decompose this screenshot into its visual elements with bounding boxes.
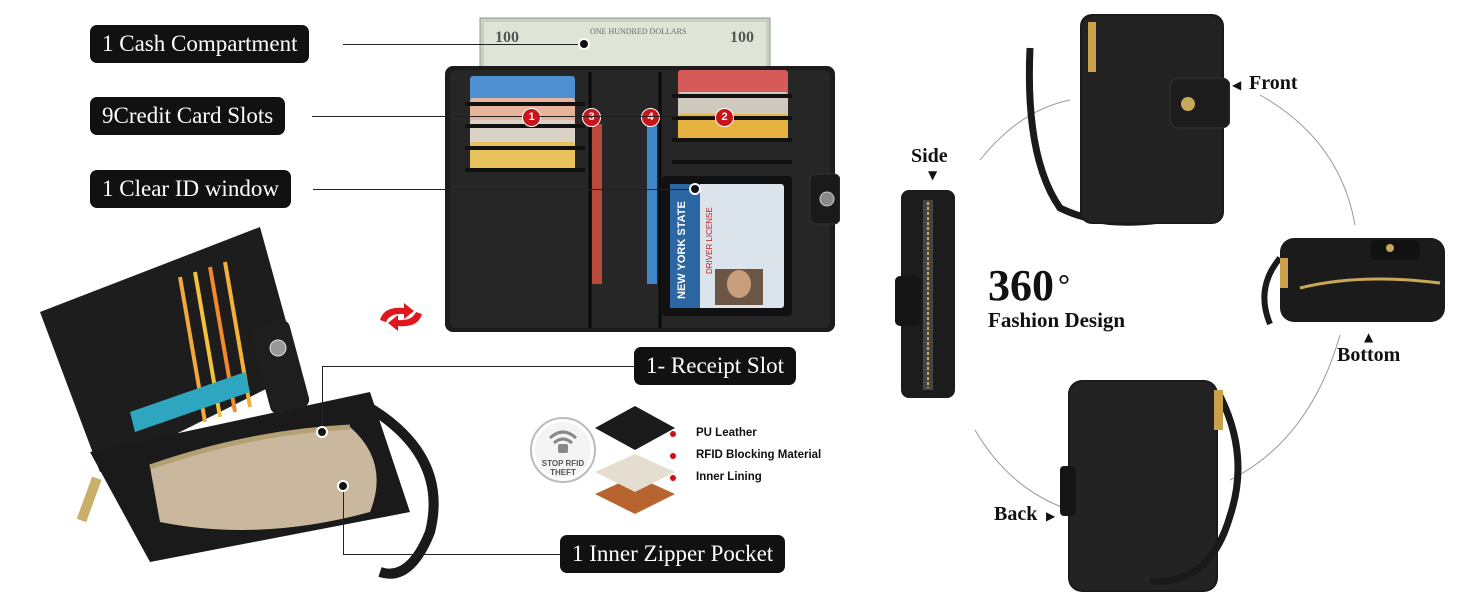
layer-dot-lining: [670, 475, 676, 481]
rotation-circle: [974, 94, 1356, 511]
cash-connector: [343, 44, 583, 46]
slot-number-3: 3: [582, 108, 601, 127]
cash-compartment-label: 1 Cash Compartment: [90, 25, 310, 63]
rotation-degrees-value: 360: [988, 261, 1054, 310]
receipt-slot-label: 1- Receipt Slot: [634, 347, 796, 385]
zipper-connector: [343, 554, 560, 556]
slot-number-2: 2: [715, 108, 734, 127]
material-layers-illustration: [595, 406, 675, 514]
slot-number-4: 4: [641, 108, 660, 127]
cash-pointer-dot: [578, 38, 590, 50]
front-arrow-icon: ◀: [1232, 78, 1242, 92]
zipper-connector-vertical: [343, 486, 345, 554]
side-arrow-icon: ▼: [928, 168, 938, 182]
slot-number-1: 1: [522, 108, 541, 127]
rotate-icon: [380, 303, 422, 331]
degree-symbol: °: [1058, 269, 1070, 302]
credit-card-slots-label: 9Credit Card Slots: [90, 97, 286, 135]
layer-label-inner-lining: Inner Lining: [696, 471, 762, 483]
banknote-value-right: 100: [730, 29, 754, 46]
banknote-value-left: 100: [495, 29, 519, 46]
layer-dot-rfid: [670, 453, 676, 459]
layer-label-pu-leather: PU Leather: [696, 427, 757, 439]
bottom-view-wallet: [1261, 238, 1445, 326]
receipt-pointer-dot: [316, 426, 328, 438]
layer-label-rfid-blocking: RFID Blocking Material: [696, 449, 822, 461]
back-label: Back: [994, 503, 1038, 525]
fashion-design-caption: Fashion Design: [988, 308, 1126, 332]
clear-id-window-label: 1 Clear ID window: [90, 170, 291, 208]
receipt-connector-vertical: [322, 366, 324, 430]
side-label: Side: [911, 145, 948, 167]
rotation-degrees: 360°: [988, 264, 1070, 308]
bottom-label: Bottom: [1337, 344, 1401, 366]
zipper-wallet-illustration: [40, 227, 439, 579]
rfid-badge-line1: STOP RFID: [542, 459, 585, 468]
id-type: DRIVER LICENSE: [705, 207, 714, 274]
front-label: Front: [1249, 72, 1298, 94]
receipt-connector: [322, 366, 634, 368]
side-view-wallet: [895, 190, 955, 398]
id-window-connector: [313, 189, 690, 191]
cards-connector: [312, 116, 522, 118]
inner-zipper-pocket-label: 1 Inner Zipper Pocket: [560, 535, 786, 573]
layer-dot-pu: [670, 431, 676, 437]
id-state: NEW YORK STATE: [676, 201, 688, 299]
open-wallet-illustration: 100 100 ONE HUNDRED DOLLARS NEW YORK STA…: [445, 17, 840, 332]
rfid-badge-line2: THEFT: [550, 468, 576, 477]
zipper-pointer-dot: [337, 480, 349, 492]
cards-connector-inner: [540, 116, 715, 118]
id-window-pointer-dot: [689, 183, 701, 195]
front-view-wallet: [1025, 14, 1230, 226]
bottom-arrow-icon: ▲: [1364, 330, 1374, 344]
back-arrow-icon: ▶: [1046, 509, 1056, 523]
banknote-text: ONE HUNDRED DOLLARS: [590, 27, 686, 36]
back-view-wallet: [1060, 380, 1242, 592]
rfid-badge: STOP RFID THEFT: [530, 417, 596, 483]
